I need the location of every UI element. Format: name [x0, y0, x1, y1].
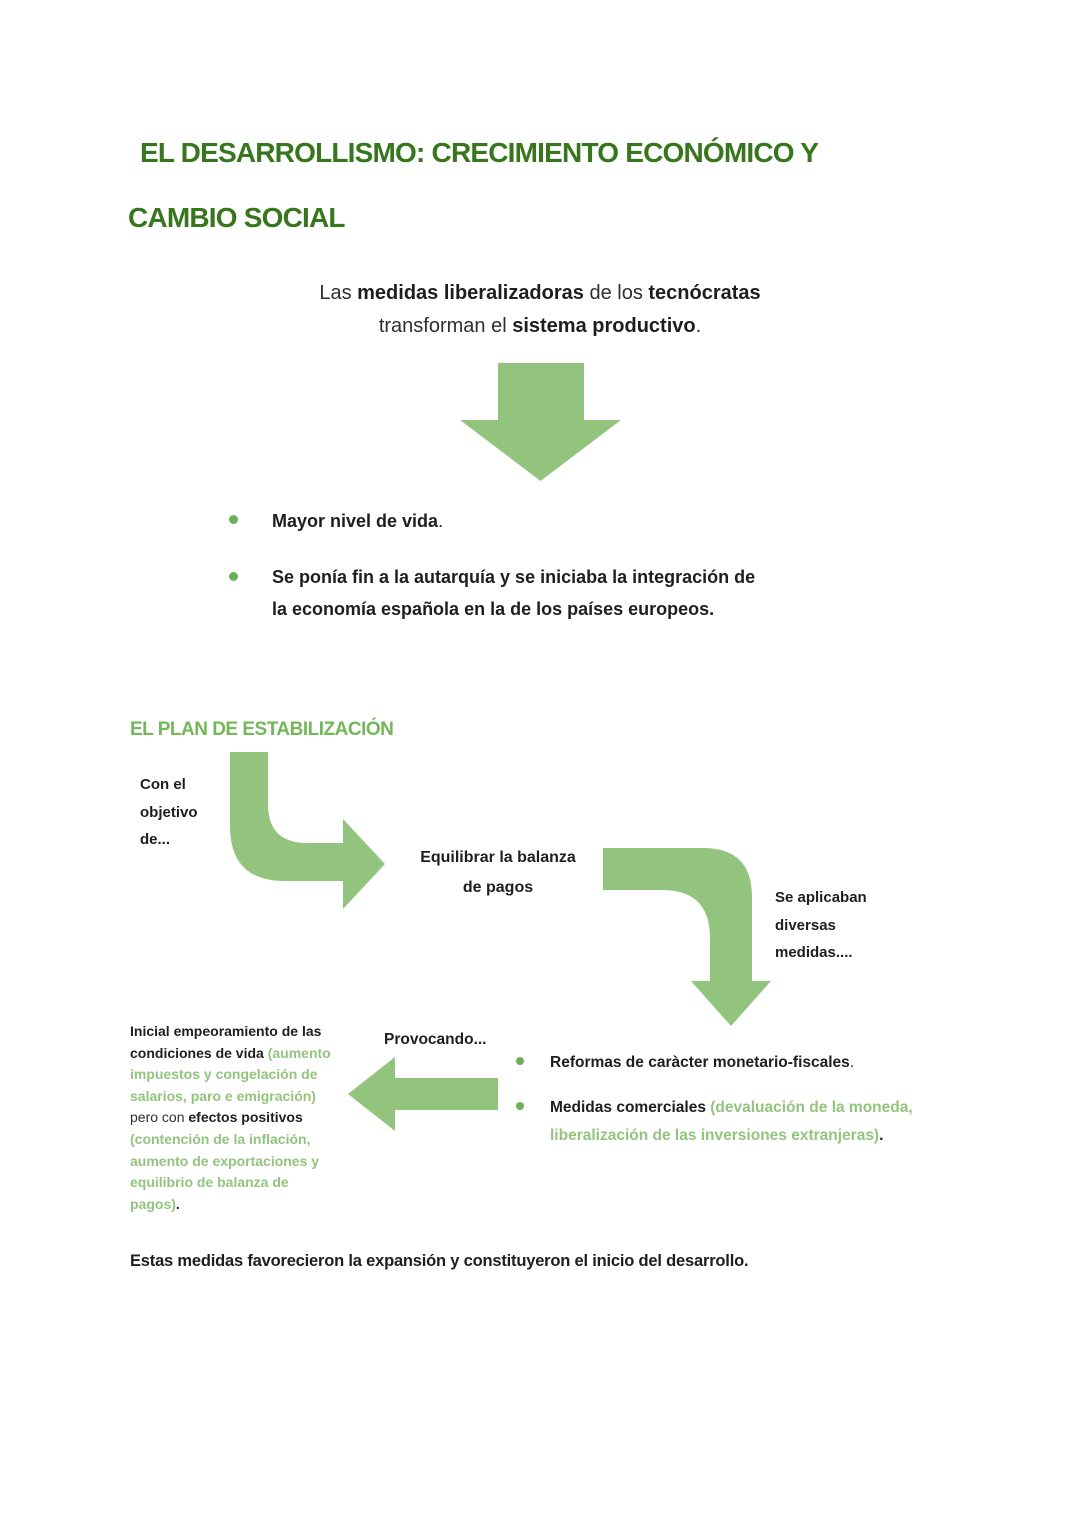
bullet-dot	[516, 1057, 524, 1065]
measure-seg-green: liberalización de las inversiones extran…	[550, 1127, 880, 1144]
conseq-seg-green: (aumento	[267, 1044, 331, 1061]
intro-text: Las medidas liberalizadoras de los tecnó…	[250, 277, 830, 343]
conseq-line: salarios, paro e emigración)	[130, 1086, 331, 1108]
measure-line: Medidas comerciales (devaluación de la m…	[550, 1094, 913, 1122]
bullet-dot	[229, 572, 238, 581]
goal-line: Equilibrar la balanza	[420, 849, 576, 866]
conseq-line: Inicial empeoramiento de las	[130, 1021, 331, 1043]
intro-seg-bold: medidas liberalizadoras	[357, 282, 584, 304]
goal-line: de pagos	[462, 879, 534, 896]
measure-line: liberalización de las inversiones extran…	[550, 1122, 913, 1150]
conseq-line: pagos).	[130, 1194, 331, 1216]
conseq-seg-bold: Inicial empeoramiento de las	[130, 1023, 322, 1039]
objective-line: objetivo	[140, 803, 198, 821]
conseq-line: (contención de la inflación,	[130, 1129, 331, 1151]
conseq-line: pero con efectos positivos	[130, 1107, 331, 1129]
conclusion-bold: Estas medidas favorecieron la expansión …	[130, 1252, 744, 1270]
conseq-line: equilibrio de balanza de	[130, 1172, 331, 1194]
elbow-arrow-right-down-icon	[603, 848, 771, 1026]
conseq-seg-green: pagos)	[130, 1195, 176, 1212]
intro-seg-bold: tecnócratas	[648, 282, 761, 304]
conseq-seg-bold: condiciones de vida	[130, 1044, 268, 1061]
conseq-seg-bold: efectos positivos	[188, 1109, 303, 1126]
conseq-seg-green: (contención de la inflación,	[130, 1130, 311, 1147]
down-arrow-icon	[460, 363, 621, 481]
intro-seg: transforman el	[378, 315, 513, 337]
conseq-line: impuestos y congelación de	[130, 1064, 331, 1086]
intro-line-1: Las medidas liberalizadoras de los tecnó…	[250, 277, 830, 310]
page-title-line1: EL DESARROLLISMO: CRECIMIENTO ECONÓMICO …	[140, 137, 819, 168]
bullet-dot	[516, 1102, 524, 1110]
measure-period: .	[849, 1054, 855, 1071]
conseq-seg-green: impuestos y congelación de	[130, 1066, 318, 1083]
conseq-seg: pero con	[130, 1109, 189, 1126]
consequences-text: Inicial empeoramiento de las condiciones…	[130, 1021, 331, 1215]
intro-seg-bold: sistema productivo	[512, 315, 696, 337]
benefit-item-2: Se ponía fin a la autarquía y se iniciab…	[272, 561, 755, 625]
page-title-line2: CAMBIO SOCIAL	[128, 202, 346, 233]
conseq-line: condiciones de vida (aumento	[130, 1043, 331, 1065]
measure-text: Medidas comerciales	[550, 1099, 711, 1116]
conseq-line: aumento de exportaciones y	[130, 1151, 331, 1173]
conseq-seg-green: salarios, paro e emigración)	[130, 1087, 316, 1104]
provoking-label: Provocando...	[384, 1031, 487, 1048]
measure-period: .	[879, 1127, 884, 1144]
objective-line: Con el	[140, 776, 186, 793]
conclusion-period: .	[743, 1252, 749, 1270]
intro-seg: .	[695, 315, 702, 337]
applied-line: Se aplicaban	[775, 889, 867, 906]
benefit-item-1: Mayor nivel de vida.	[272, 505, 443, 537]
intro-seg: Las	[319, 282, 358, 304]
applied-measures-label: Se aplicaban diversas medidas....	[775, 884, 867, 967]
measure-text: Reformas de caràcter monetario-fiscales	[550, 1054, 850, 1071]
conseq-seg-green: equilibrio de balanza de	[130, 1174, 289, 1191]
measure-seg-green: (devaluación de la moneda,	[710, 1099, 913, 1116]
objective-label: Con el objetivo de...	[140, 771, 198, 854]
benefit-text: Mayor nivel de vida	[272, 511, 439, 531]
benefit-period: .	[438, 511, 444, 531]
elbow-arrow-down-right-icon	[230, 752, 385, 909]
bullet-dot	[229, 515, 238, 524]
measure-item-1: Reformas de caràcter monetario-fiscales.	[550, 1049, 854, 1077]
goal-label: Equilibrar la balanza de pagos	[398, 843, 598, 903]
conseq-seg-green: aumento de exportaciones y	[130, 1152, 320, 1169]
applied-line: diversas	[775, 916, 836, 934]
benefit-line: Se ponía fin a la autarquía y se iniciab…	[272, 567, 756, 587]
measure-item-2: Medidas comerciales (devaluación de la m…	[550, 1094, 913, 1150]
intro-line-2: transforman el sistema productivo.	[250, 310, 830, 343]
benefit-line: la economía española en la de los países…	[272, 599, 715, 619]
conseq-seg-bold: .	[175, 1195, 180, 1212]
objective-line: de...	[140, 831, 171, 848]
conclusion-text: Estas medidas favorecieron la expansión …	[130, 1252, 749, 1271]
applied-line: medidas....	[775, 944, 853, 961]
intro-seg: de los	[583, 282, 649, 304]
left-arrow-icon	[348, 1057, 498, 1131]
plan-section-heading: EL PLAN DE ESTABILIZACIÓN	[130, 719, 394, 740]
